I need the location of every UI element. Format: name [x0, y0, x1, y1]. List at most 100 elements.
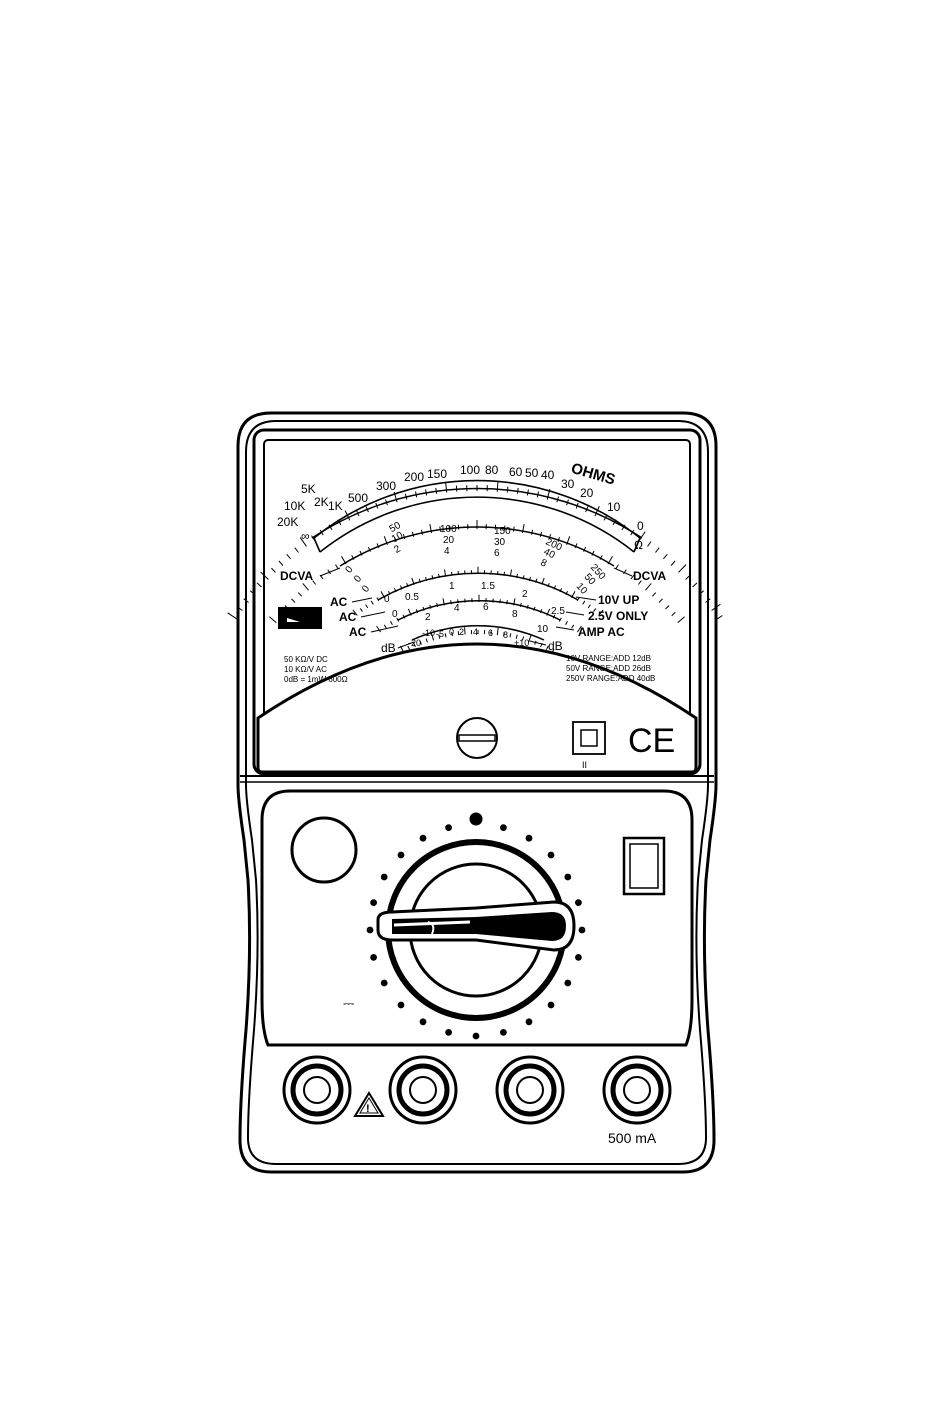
mirror-badge	[278, 607, 322, 629]
warning-glyph: !	[366, 1103, 370, 1115]
range-dot	[548, 1002, 555, 1009]
class-ii-label: II	[582, 760, 587, 770]
ac25-6: 6	[483, 602, 489, 613]
ce-mark: CE	[628, 722, 675, 760]
range-dot	[579, 927, 586, 934]
ac10-2: 2	[522, 589, 528, 600]
db-5: 4	[473, 627, 478, 637]
range-dot	[500, 1029, 507, 1036]
range-dot	[420, 1018, 427, 1025]
ohms-label-5k: 5K	[301, 482, 316, 496]
range-dot	[370, 899, 377, 906]
ohms-label-20k: 20K	[277, 515, 298, 529]
db-4: 2	[459, 627, 464, 637]
ohms-label-500: 500	[348, 491, 368, 505]
dcv-50-20: 20	[443, 535, 455, 546]
jack-1-inner	[304, 1077, 330, 1103]
right-label-amp-ac: AMP AC	[578, 625, 625, 639]
ac10-15: 1.5	[481, 581, 495, 592]
ohms-label-300: 300	[376, 479, 396, 493]
ac-label-1: AC	[330, 595, 348, 609]
ac25-tick	[500, 599, 501, 603]
spec-left-3: 0dB = 1mW 600Ω	[284, 675, 348, 684]
range-dot	[367, 927, 374, 934]
range-dot	[500, 824, 507, 831]
ac-label-2: AC	[339, 610, 357, 624]
ohm-symbol: Ω	[634, 538, 643, 552]
dc-symbol: ⎓	[343, 995, 354, 1011]
db-2: -5	[436, 629, 444, 639]
spec-right-2: 50V RANGE:ADD 26dB	[566, 664, 651, 673]
ac25-tick	[507, 600, 508, 604]
ohms-tick	[507, 487, 508, 493]
range-dot	[564, 874, 571, 881]
db-6: 6	[488, 628, 493, 638]
db-3: 0	[449, 627, 454, 637]
dcv-250-150: 150	[494, 526, 511, 537]
right-label-2-5v-only: 2.5V ONLY	[588, 609, 648, 623]
range-dot	[398, 1002, 405, 1009]
range-dot	[381, 980, 388, 987]
range-dot	[526, 1018, 533, 1025]
ohms-label-0: 0	[637, 519, 644, 533]
ac25-10: 10	[537, 624, 549, 635]
db-tick	[465, 627, 466, 634]
ohms-label-20: 20	[580, 486, 594, 500]
ohms-label-10: 10	[607, 500, 621, 514]
db-8: +10	[514, 638, 529, 648]
ohms-label-infinity: ∞	[301, 529, 310, 543]
dcva-label-right: DCVA	[633, 569, 666, 583]
range-dot	[548, 852, 555, 859]
ac10-tick	[504, 572, 505, 576]
spec-left-2: 10 KΩ/V AC	[284, 665, 327, 674]
spec-right-1: 10V RANGE:ADD 12dB	[566, 654, 651, 663]
db-label-right: dB	[548, 639, 563, 653]
range-dot	[445, 1029, 452, 1036]
ohms-tick	[228, 613, 237, 619]
ohms-label-1k: 1K	[328, 499, 343, 513]
range-dot	[420, 835, 427, 842]
ohms-label-10k: 10K	[284, 499, 305, 513]
ac10-tick	[452, 572, 453, 576]
ohms-tick	[717, 616, 722, 619]
panel-indicator-ring	[292, 818, 356, 882]
range-dot	[575, 954, 582, 961]
jack-3-inner	[517, 1077, 543, 1103]
ac25-8: 8	[512, 609, 518, 620]
ac25-4: 4	[454, 603, 460, 614]
range-dot	[370, 954, 377, 961]
ohms-label-200: 200	[404, 470, 424, 484]
range-dot	[445, 824, 452, 831]
db-label-left: dB	[381, 641, 396, 655]
dcv-50-30: 30	[494, 537, 506, 548]
ohms-label-100: 100	[460, 463, 480, 477]
db-0: -20	[408, 638, 421, 648]
dcva-label-left: DCVA	[280, 569, 313, 583]
zero-adjust-slot	[459, 735, 495, 741]
ac10-0: 0	[384, 594, 390, 605]
db-7: 8	[503, 630, 508, 640]
panel-switch-inner	[630, 844, 658, 888]
ohms-label-60: 60	[509, 465, 523, 479]
current-label-500ma: 500 mA	[608, 1130, 657, 1146]
ac25-0: 0	[392, 609, 398, 620]
db-1: -10	[422, 628, 435, 638]
ohms-label-40: 40	[541, 468, 555, 482]
ohms-label-50: 50	[525, 466, 539, 480]
ac10-25: 2.5	[551, 606, 565, 617]
right-label-10v-up: 10V UP	[598, 593, 639, 607]
ohms-label-150: 150	[427, 467, 447, 481]
jack-2-inner	[410, 1077, 436, 1103]
range-dot	[526, 835, 533, 842]
jack-4-inner	[624, 1077, 650, 1103]
range-dot	[381, 874, 388, 881]
ohms-label-30: 30	[561, 477, 575, 491]
range-dot	[564, 980, 571, 987]
ac10-05: 0.5	[405, 592, 419, 603]
ac25-2: 2	[425, 612, 431, 623]
ac-label-3: AC	[349, 625, 367, 639]
dcv-10-4: 4	[444, 546, 450, 557]
spec-left-1: 50 KΩ/V DC	[284, 655, 328, 664]
